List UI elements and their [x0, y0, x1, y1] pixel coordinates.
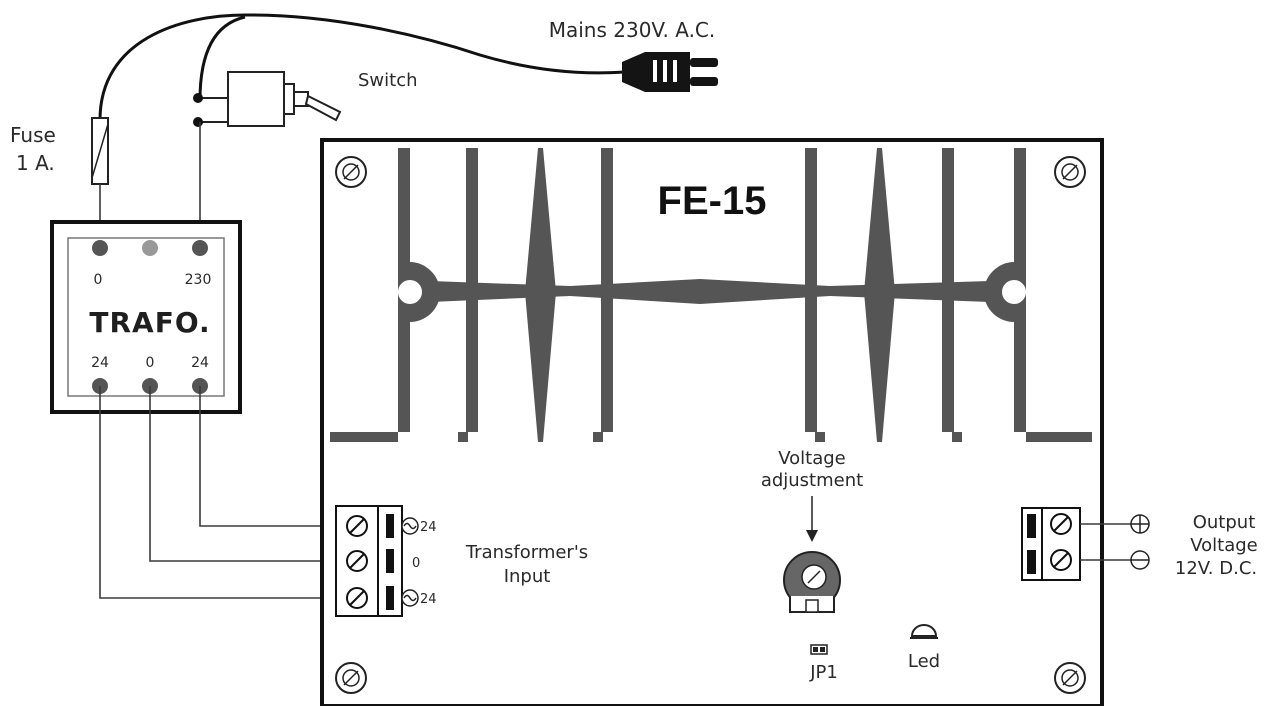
- screw-terminal-icon: [346, 587, 368, 609]
- jumper-icon: [810, 644, 828, 655]
- arrow-down-icon: [806, 496, 818, 542]
- input-terminal-block: [335, 505, 403, 617]
- output-label-line3: 12V. D.C.: [1175, 558, 1257, 579]
- mains-plug-icon: [622, 52, 718, 92]
- screw-terminal-icon: [346, 550, 368, 572]
- screw-terminal-icon: [1050, 549, 1072, 571]
- switch-label: Switch: [358, 70, 418, 91]
- output-label-line2: Voltage: [1190, 535, 1258, 556]
- ac-symbol-icon: [401, 589, 419, 607]
- trafo-secondary-0-label: 0: [146, 355, 155, 371]
- screw-terminal-icon: [1050, 513, 1072, 535]
- trafo-primary-230-label: 230: [185, 272, 212, 288]
- output-terminal-block: [1021, 507, 1081, 581]
- mounting-hole-icon: [335, 662, 367, 694]
- pcb-board: [320, 138, 1104, 706]
- output-label-line1: Output: [1193, 512, 1256, 533]
- plus-terminal-icon: [1130, 514, 1150, 534]
- trafo-terminal-icon: [92, 240, 108, 256]
- trafo-secondary-24-right-label: 24: [191, 355, 209, 371]
- heatsink: [330, 148, 1092, 442]
- trafo-label: TRAFO.: [89, 306, 210, 339]
- toggle-switch-icon: [193, 71, 342, 127]
- fuse-label-line1: Fuse: [10, 123, 56, 147]
- trafo-secondary-24-left-label: 24: [91, 355, 109, 371]
- input-pin-top-label: 24: [420, 520, 437, 535]
- trafo-terminal-icon: [142, 240, 158, 256]
- trafo-terminal-icon: [192, 240, 208, 256]
- mains-cable: [98, 13, 626, 121]
- fuse-icon: [91, 117, 109, 185]
- mounting-hole-icon: [1054, 662, 1086, 694]
- voltage-adjust-label-line2: adjustment: [761, 470, 863, 491]
- trimmer-potentiometer-icon: [783, 551, 841, 613]
- led-label: Led: [908, 651, 940, 672]
- mains-label: Mains 230V. A.C.: [549, 18, 716, 42]
- trafo-primary-0-label: 0: [94, 272, 103, 288]
- board-title: FE-15: [658, 179, 767, 223]
- mounting-hole-icon: [1054, 156, 1086, 188]
- fuse-label-line2: 1 A.: [16, 151, 55, 175]
- minus-terminal-icon: [1130, 550, 1150, 570]
- screw-terminal-icon: [346, 515, 368, 537]
- input-pin-mid-label: 0: [412, 556, 420, 571]
- input-pin-bottom-label: 24: [420, 592, 437, 607]
- input-label-line1: Transformer's: [465, 542, 588, 563]
- ac-symbol-icon: [401, 517, 419, 535]
- mounting-hole-icon: [335, 156, 367, 188]
- jumper-label: JP1: [809, 662, 838, 683]
- input-label-line2: Input: [504, 566, 551, 587]
- voltage-adjust-label-line1: Voltage: [778, 448, 846, 469]
- led-icon: [910, 624, 938, 639]
